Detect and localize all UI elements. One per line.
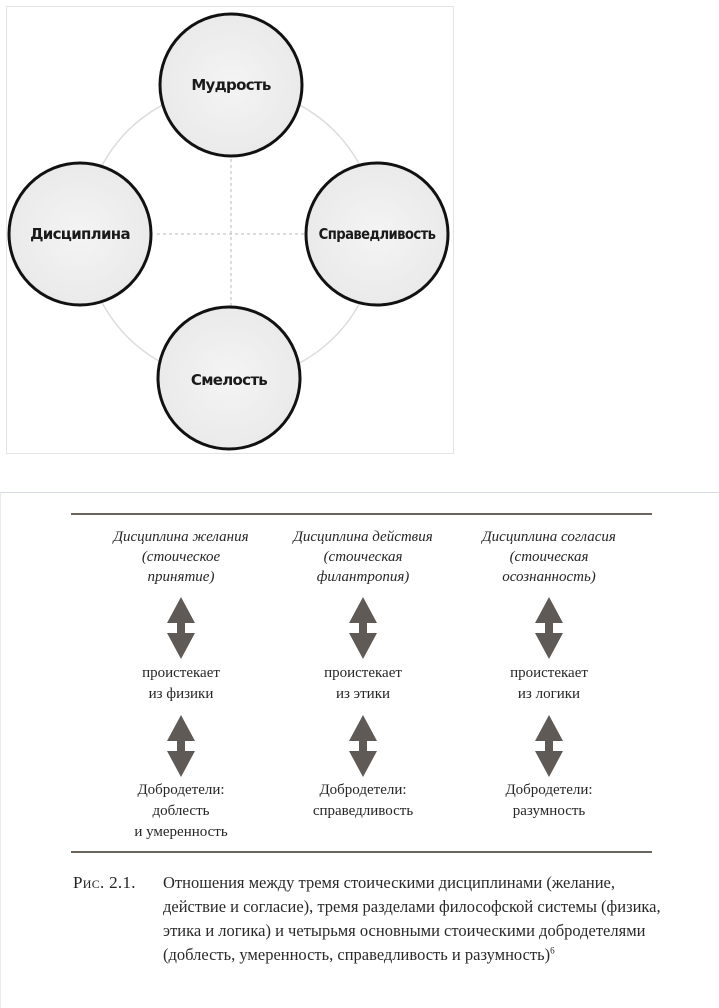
caption-text: Отношения между тремя стоическими дисцип…: [163, 871, 673, 967]
virtues-diagram: Мудрость Справедливость Смелость Дисципл…: [6, 6, 454, 454]
double-arrow-icon: [535, 715, 563, 777]
double-arrow-icon: [535, 597, 563, 659]
figure-number: Рис. 2.1.: [73, 873, 136, 892]
virtues-text: Добродетели: разумность: [505, 782, 593, 819]
virtues-text: Добродетели: доблесть и умеренность: [134, 782, 228, 840]
top-rule: [71, 513, 652, 515]
double-arrow-icon: [167, 715, 195, 777]
virtue-label-discipline: Дисциплина: [30, 225, 130, 243]
discipline-title: Дисциплина согласия (стоическая осознанн…: [482, 529, 616, 585]
caption-body: Отношения между тремя стоическими дисцип…: [163, 873, 661, 964]
discipline-title: Дисциплина желания (стоическое принятие): [113, 529, 249, 585]
source-text: проистекает из физики: [142, 665, 220, 702]
virtue-node-wisdom: [158, 12, 304, 158]
virtue-node-justice: [304, 161, 450, 307]
virtue-label-justice: Справедливость: [318, 225, 436, 243]
bottom-rule: [71, 851, 652, 853]
disciplines-figure: Дисциплина желания (стоическое принятие)…: [0, 492, 719, 1008]
virtues-text: Добродетели: справедливость: [312, 782, 414, 819]
virtues-diagram-graphic: [7, 12, 450, 451]
discipline-title: Дисциплина действия (стоическая филантро…: [293, 529, 433, 585]
virtue-node-discipline: [7, 161, 153, 307]
source-text: проистекает из этики: [324, 665, 402, 702]
virtue-label-wisdom: Мудрость: [191, 76, 271, 94]
virtue-label-courage: Смелость: [190, 371, 268, 389]
source-text: проистекает из логики: [510, 665, 588, 702]
footnote-marker: 6: [550, 945, 555, 956]
double-arrow-icon: [349, 597, 377, 659]
double-arrow-icon: [167, 597, 195, 659]
virtue-node-courage: [156, 305, 302, 451]
double-arrow-icon: [349, 715, 377, 777]
